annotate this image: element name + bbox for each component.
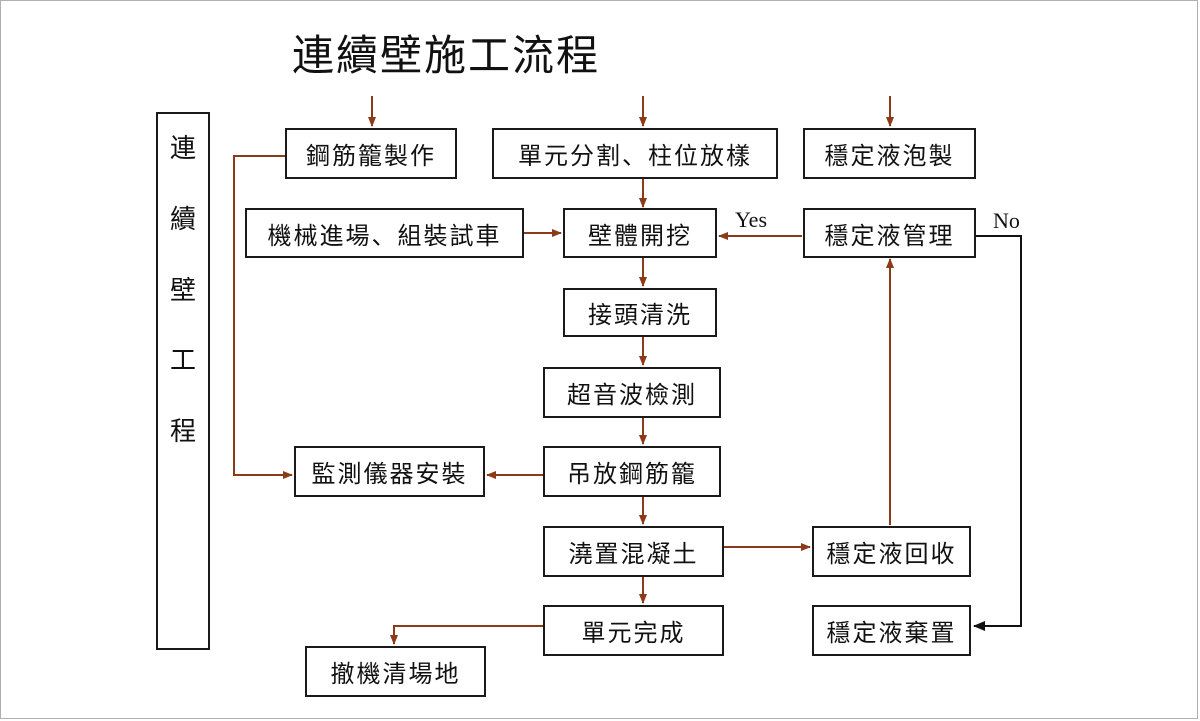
side-label-box: 連 續 壁 工 程 <box>156 112 210 650</box>
node-machine-setup: 機械進場、組裝試車 <box>245 208 524 258</box>
side-label-char: 續 <box>169 204 196 235</box>
arrow-rebar-instrument <box>233 155 293 479</box>
node-instrument-install: 監測儀器安裝 <box>294 446 485 497</box>
node-unit-layout: 單元分割、柱位放樣 <box>492 128 778 179</box>
node-slurry-recover: 穩定液回收 <box>812 526 971 577</box>
side-label-char: 壁 <box>169 275 196 306</box>
side-label-char: 工 <box>169 346 196 377</box>
node-unit-complete: 單元完成 <box>543 605 724 656</box>
node-pour-concrete: 澆置混凝土 <box>543 526 724 577</box>
node-rebar-cage-fab: 鋼筋籠製作 <box>285 128 457 179</box>
side-label-char: 程 <box>169 417 196 447</box>
node-wall-excavation: 壁體開挖 <box>563 208 717 258</box>
arrow-complete-cleanup <box>390 625 543 645</box>
node-slurry-manage: 穩定液管理 <box>803 208 976 258</box>
label-no: No <box>993 208 1020 233</box>
node-lower-rebar-cage: 吊放鋼筋籠 <box>543 446 721 497</box>
side-label-char: 連 <box>169 134 196 164</box>
node-slurry-mix: 穩定液泡製 <box>803 128 976 179</box>
node-joint-cleaning: 接頭清洗 <box>563 288 717 337</box>
node-site-cleanup: 撤機清場地 <box>305 646 486 697</box>
node-ultrasonic-test: 超音波檢測 <box>543 367 721 418</box>
diagram-title: 連續壁施工流程 <box>292 31 601 80</box>
label-yes: Yes <box>735 207 768 232</box>
arrow-slurry-no <box>973 235 1022 631</box>
node-slurry-dispose: 穩定液棄置 <box>812 605 971 656</box>
